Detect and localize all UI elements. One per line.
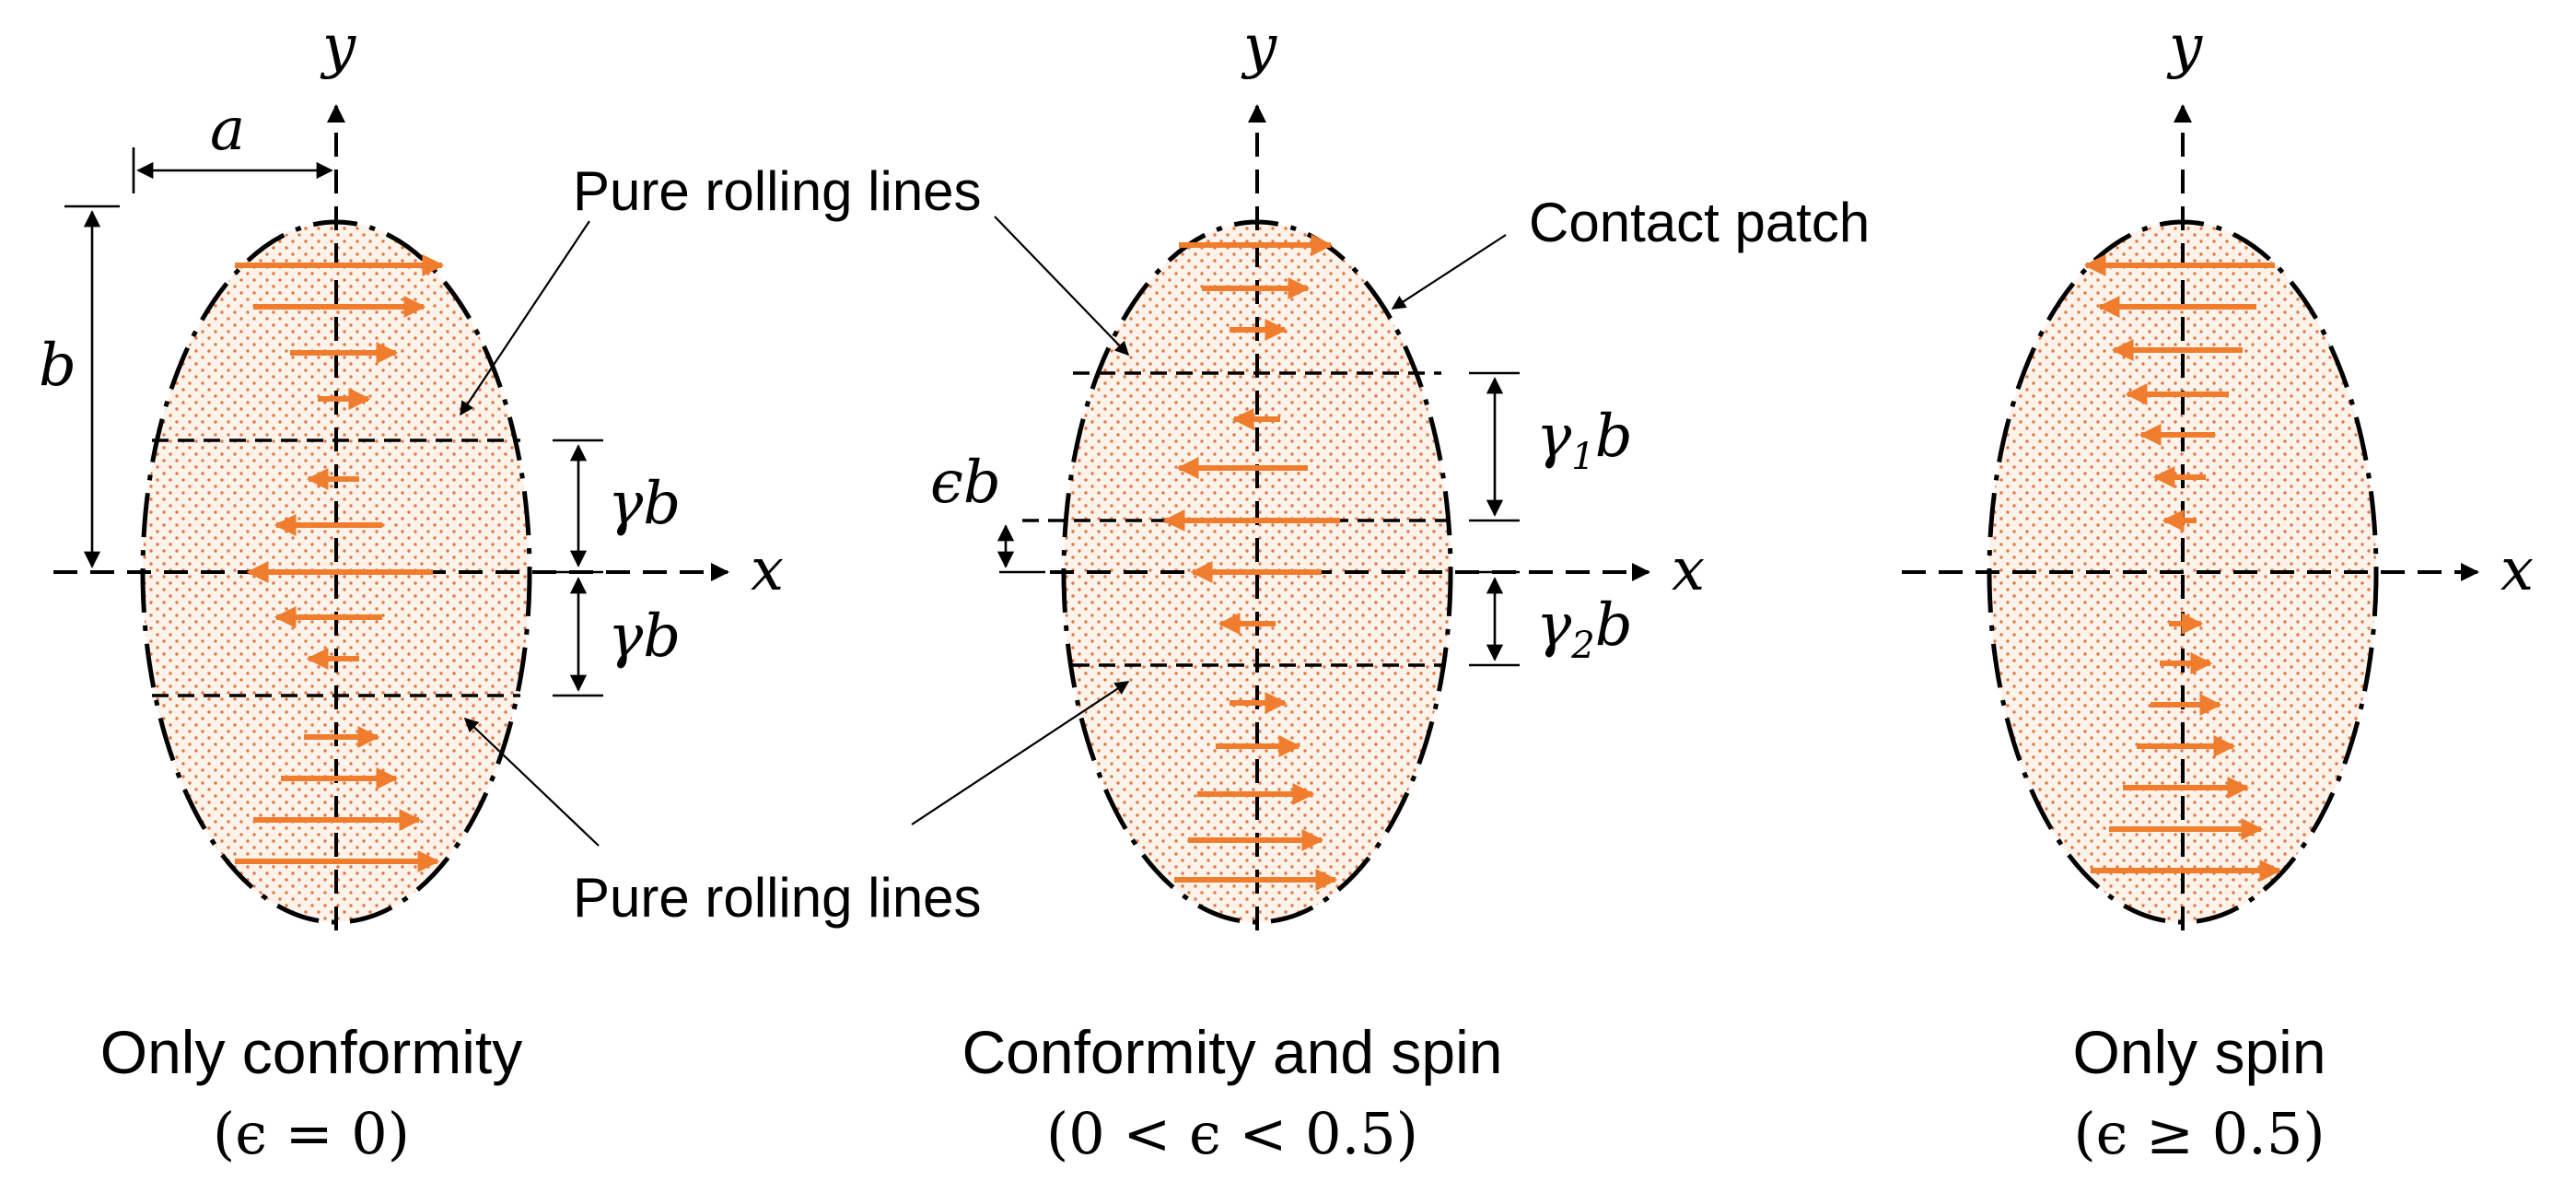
- pure-rolling-leader-bottom: [911, 681, 1130, 825]
- panel-caption: Conformity and spin: [962, 1018, 1503, 1086]
- x-axis-label: x: [2500, 536, 2534, 604]
- a-label: a: [210, 96, 245, 164]
- b-label: b: [39, 332, 76, 400]
- contact-patch-leader: [1391, 234, 1507, 310]
- panel-condition: (ϵ = 0): [213, 1100, 410, 1167]
- gamma2-b-label: γ2b: [1536, 591, 1633, 667]
- y-axis-label: y: [320, 13, 356, 81]
- panel-only-spin: x y Only spin (ϵ ≥ 0.5): [1902, 13, 2534, 1167]
- pure-rolling-leader-top: [994, 216, 1130, 357]
- y-axis-label: y: [1241, 13, 1277, 81]
- pure-rolling-lines-label-top: Pure rolling lines: [573, 160, 982, 222]
- panel-conformity-and-spin: x y γ1b γ2b: [911, 13, 1705, 1167]
- slip-arrows: [2083, 254, 2282, 882]
- gamma-b-label-upper: γb: [608, 470, 681, 538]
- pure-rolling-leader-bottom: [463, 717, 600, 847]
- panel-condition: (ϵ ≥ 0.5): [2073, 1100, 2325, 1167]
- pure-rolling-lines-label-bottom: Pure rolling lines: [573, 867, 982, 929]
- y-axis-label: y: [2166, 13, 2203, 81]
- x-axis-label: x: [1672, 536, 1705, 604]
- x-axis-label: x: [751, 536, 784, 604]
- panel-condition: (0 < ϵ < 0.5): [1046, 1100, 1418, 1167]
- gamma-b-label-lower: γb: [608, 602, 681, 671]
- slip-arrows: [235, 254, 445, 872]
- contact-patch-label: Contact patch: [1529, 192, 1870, 253]
- slip-arrows: [1162, 234, 1340, 891]
- panel-caption: Only spin: [2072, 1018, 2325, 1086]
- epsilon-b-label: ϵb: [930, 449, 1001, 517]
- panel-caption: Only conformity: [100, 1018, 522, 1086]
- gamma1-b-label: γ1b: [1536, 403, 1633, 478]
- pure-rolling-leader-top: [460, 220, 590, 416]
- panel-only-conformity: x y a b γb: [39, 13, 784, 1167]
